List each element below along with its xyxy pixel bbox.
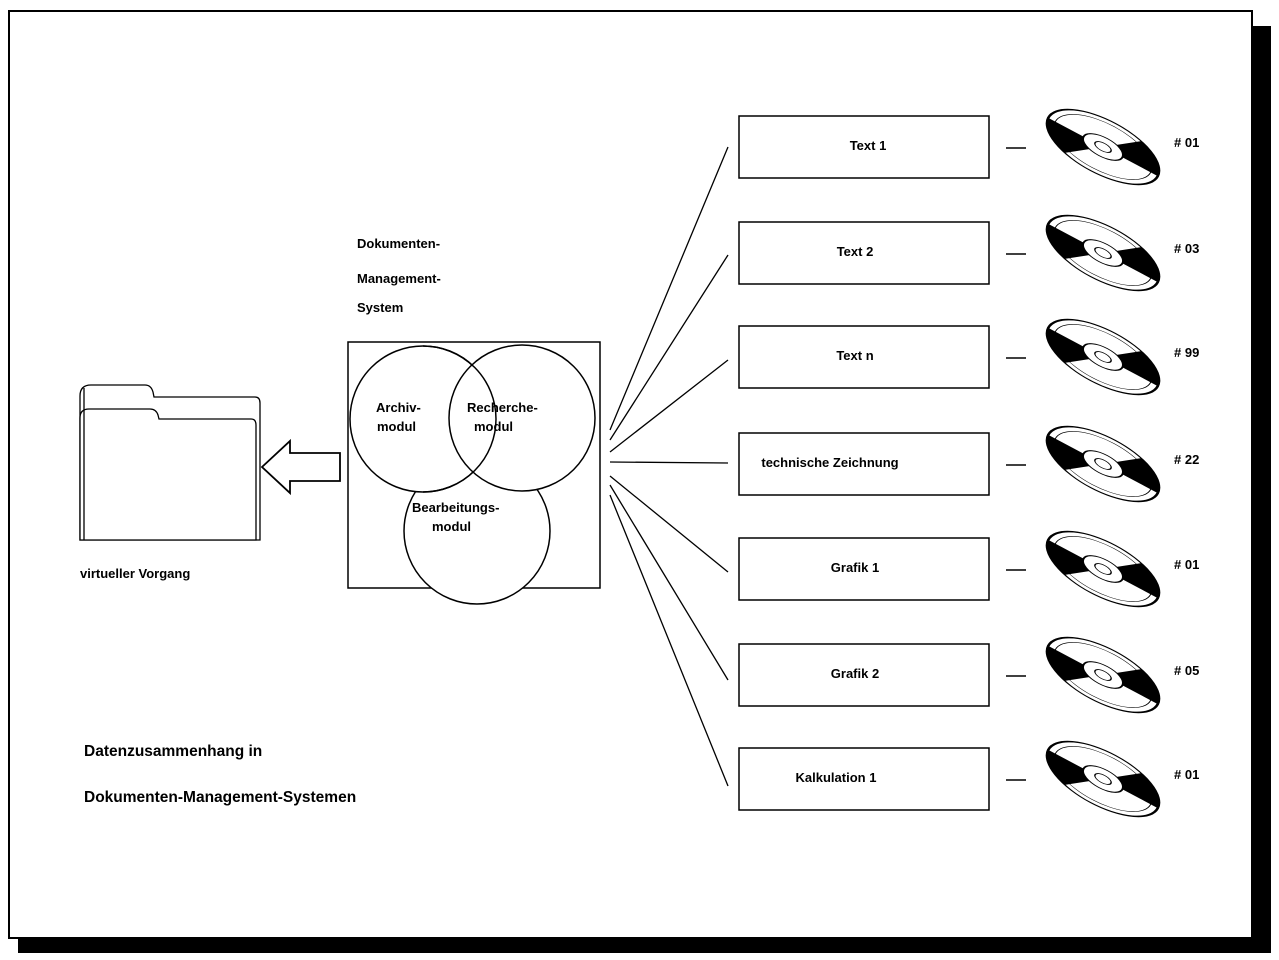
optical-disk-icon (1045, 740, 1161, 818)
system-title-line-3: System (357, 300, 403, 315)
left-arrow-icon (260, 438, 341, 496)
optical-disk-icon (1045, 108, 1161, 186)
document-box (738, 221, 990, 285)
caption-line-2: Dokumenten-Management-Systemen (84, 789, 356, 806)
folder-icon (79, 384, 261, 541)
archive-module-label-1: Archiv- (376, 400, 421, 415)
document-row: technische Zeichnung # 22 (738, 425, 1199, 503)
system-title-line-2: Management- (357, 271, 441, 286)
document-label: Text n (836, 348, 873, 363)
document-box (738, 115, 990, 179)
connection-lines (609, 146, 729, 787)
document-label: technische Zeichnung (761, 455, 898, 470)
research-module-label-2: modul (474, 419, 513, 434)
document-label: Kalkulation 1 (796, 770, 877, 785)
document-label: Grafik 2 (831, 666, 879, 681)
document-box (738, 432, 990, 496)
document-row: Grafik 2 # 05 (738, 636, 1199, 714)
connector-6 (609, 484, 729, 681)
disk-number: # 01 (1174, 135, 1199, 150)
document-label: Grafik 1 (831, 560, 879, 575)
disk-number: # 05 (1174, 663, 1199, 678)
document-label: Text 1 (850, 138, 887, 153)
document-box (738, 747, 990, 811)
document-box (738, 537, 990, 601)
connector-1 (609, 146, 729, 431)
research-module-circle (448, 344, 596, 492)
optical-disk-icon (1045, 636, 1161, 714)
editing-module-label-2: modul (432, 519, 471, 534)
document-row: Text 1 # 01 (738, 108, 1199, 186)
optical-disk-icon (1045, 318, 1161, 396)
archive-module-label-2: modul (377, 419, 416, 434)
document-label: Text 2 (837, 244, 874, 259)
editing-module-label-1: Bearbeitungs- (412, 500, 499, 515)
folder-label: virtueller Vorgang (80, 566, 190, 581)
document-rows: Text 1 # 01 Text 2 # 03 Text n # 99 technische… (738, 108, 1199, 818)
system-title-line-1: Dokumenten- (357, 236, 440, 251)
disk-number: # 03 (1174, 241, 1199, 256)
optical-disk-icon (1045, 425, 1161, 503)
archive-circle-overlap (422, 345, 497, 493)
optical-disk-icon (1045, 530, 1161, 608)
connector-7 (609, 494, 729, 787)
document-row: Kalkulation 1 # 01 (738, 740, 1199, 818)
connector-4 (609, 461, 729, 464)
document-row: Grafik 1 # 01 (738, 530, 1199, 608)
research-module-label-1: Recherche- (467, 400, 538, 415)
document-row: Text n # 99 (738, 318, 1199, 396)
disk-number: # 01 (1174, 557, 1199, 572)
document-box (738, 325, 990, 389)
disk-number: # 22 (1174, 452, 1199, 467)
caption-line-1: Datenzusammenhang in (84, 743, 262, 760)
connector-5 (609, 475, 729, 573)
document-row: Text 2 # 03 (738, 214, 1199, 292)
disk-number: # 01 (1174, 767, 1199, 782)
connector-2 (609, 254, 729, 441)
connector-3 (609, 359, 729, 453)
optical-disk-icon (1045, 214, 1161, 292)
document-box (738, 643, 990, 707)
disk-number: # 99 (1174, 345, 1199, 360)
